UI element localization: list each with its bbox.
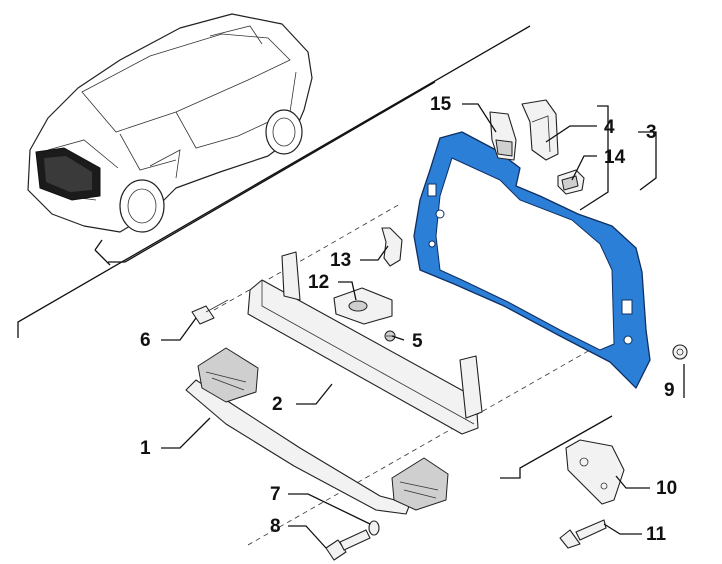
bolt-part-8 (325, 529, 371, 561)
plate-part-12 (333, 287, 393, 325)
bolt-part-6 (191, 299, 229, 325)
callout-8: 8 (270, 516, 281, 537)
washer-part-7 (368, 520, 380, 536)
callout-12: 12 (308, 272, 329, 293)
callout-1: 1 (140, 438, 151, 459)
callout-9: 9 (664, 380, 675, 401)
car-overview-illustration (27, 13, 313, 233)
callout-13: 13 (330, 250, 351, 271)
callout-15: 15 (430, 94, 452, 115)
callout-2: 2 (272, 394, 283, 415)
callout-4: 4 (604, 117, 615, 138)
callout-11: 11 (646, 524, 667, 545)
callout-14: 14 (604, 147, 626, 168)
rivet-part-11 (559, 519, 607, 549)
callout-7: 7 (270, 484, 281, 505)
callout-10: 10 (656, 478, 677, 499)
bracket-part-4 (521, 99, 559, 161)
callout-5: 5 (412, 331, 423, 352)
nut-part-9 (672, 344, 688, 360)
bracket-part-13 (381, 227, 403, 267)
screw-part-5 (384, 330, 396, 342)
bumper-reinforcement-part-1 (185, 347, 449, 515)
latch-part-14 (557, 169, 585, 195)
leader-lines (161, 103, 685, 549)
clip-part-15 (489, 111, 517, 161)
callout-6: 6 (140, 330, 151, 351)
front-panel-part-3 (413, 131, 651, 389)
section-frame-lines (17, 25, 613, 546)
crossmember-part-2 (247, 251, 483, 435)
callout-3: 3 (646, 122, 657, 143)
bracket-part-10 (565, 439, 625, 505)
callouts: 15 4 3 14 13 12 5 6 2 1 7 8 9 10 11 (140, 94, 677, 545)
